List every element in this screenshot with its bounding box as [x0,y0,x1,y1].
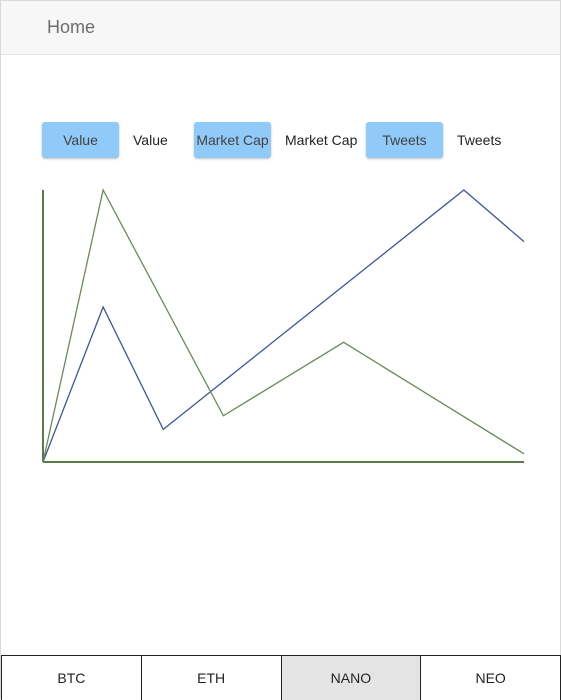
bottom-tab-bar: BTC ETH NANO NEO [1,655,561,700]
tab-btc[interactable]: BTC [1,656,142,700]
series-line-0 [42,189,525,463]
tweets-toggle-button[interactable]: Tweets [366,122,443,158]
tab-eth[interactable]: ETH [141,656,282,700]
value-toggle-button[interactable]: Value [42,122,119,158]
tab-neo[interactable]: NEO [421,656,561,700]
market-cap-toggle-button[interactable]: Market Cap [194,122,271,158]
market-cap-series-label: Market Cap [285,132,358,148]
page-title: Home [47,17,96,37]
tweets-series-label: Tweets [457,132,502,148]
tab-nano[interactable]: NANO [281,656,422,700]
value-series-label: Value [133,132,168,148]
series-line-1 [42,188,525,463]
app-bar: Home [1,1,560,55]
